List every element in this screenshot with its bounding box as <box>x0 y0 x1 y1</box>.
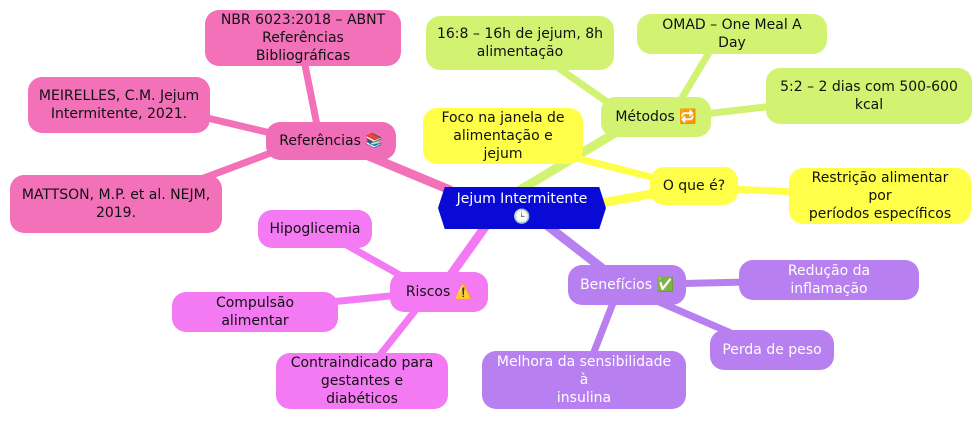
beneficios-item-inflamacao[interactable]: Redução da inflamação <box>739 260 919 300</box>
beneficios-item-insulina[interactable]: Melhora da sensibilidade à insulina <box>482 351 686 409</box>
branch-beneficios[interactable]: Benefícios ✅ <box>568 265 686 305</box>
metodos-item-16-8[interactable]: 16:8 – 16h de jejum, 8h alimentação <box>426 16 614 70</box>
branch-o-que-e[interactable]: O que é? <box>650 167 738 205</box>
o-que-e-item-foco[interactable]: Foco na janela de alimentação e jejum <box>423 108 583 164</box>
o-que-e-item-restricao[interactable]: Restrição alimentar por períodos específ… <box>789 168 971 224</box>
branch-referencias[interactable]: Referências 📚 <box>266 122 396 160</box>
beneficios-item-peso[interactable]: Perda de peso <box>710 330 834 370</box>
ref-item-mattson[interactable]: MATTSON, M.P. et al. NEJM, 2019. <box>10 175 222 233</box>
branch-metodos[interactable]: Métodos 🔁 <box>601 97 711 137</box>
riscos-item-compulsao[interactable]: Compulsão alimentar <box>172 292 338 332</box>
riscos-item-contraindicado[interactable]: Contraindicado para gestantes e diabétic… <box>276 353 448 409</box>
metodos-item-5-2[interactable]: 5:2 – 2 dias com 500-600 kcal <box>766 68 972 124</box>
riscos-item-hipoglicemia[interactable]: Hipoglicemia <box>258 210 372 248</box>
branch-riscos[interactable]: Riscos ⚠️ <box>390 272 488 312</box>
ref-item-meirelles[interactable]: MEIRELLES, C.M. Jejum Intermitente, 2021… <box>28 77 210 133</box>
central-node[interactable]: Jejum Intermitente 🕒 <box>438 187 606 229</box>
ref-item-abnt[interactable]: NBR 6023:2018 – ABNT Referências Bibliog… <box>205 10 401 66</box>
metodos-item-omad[interactable]: OMAD – One Meal A Day <box>637 14 827 54</box>
